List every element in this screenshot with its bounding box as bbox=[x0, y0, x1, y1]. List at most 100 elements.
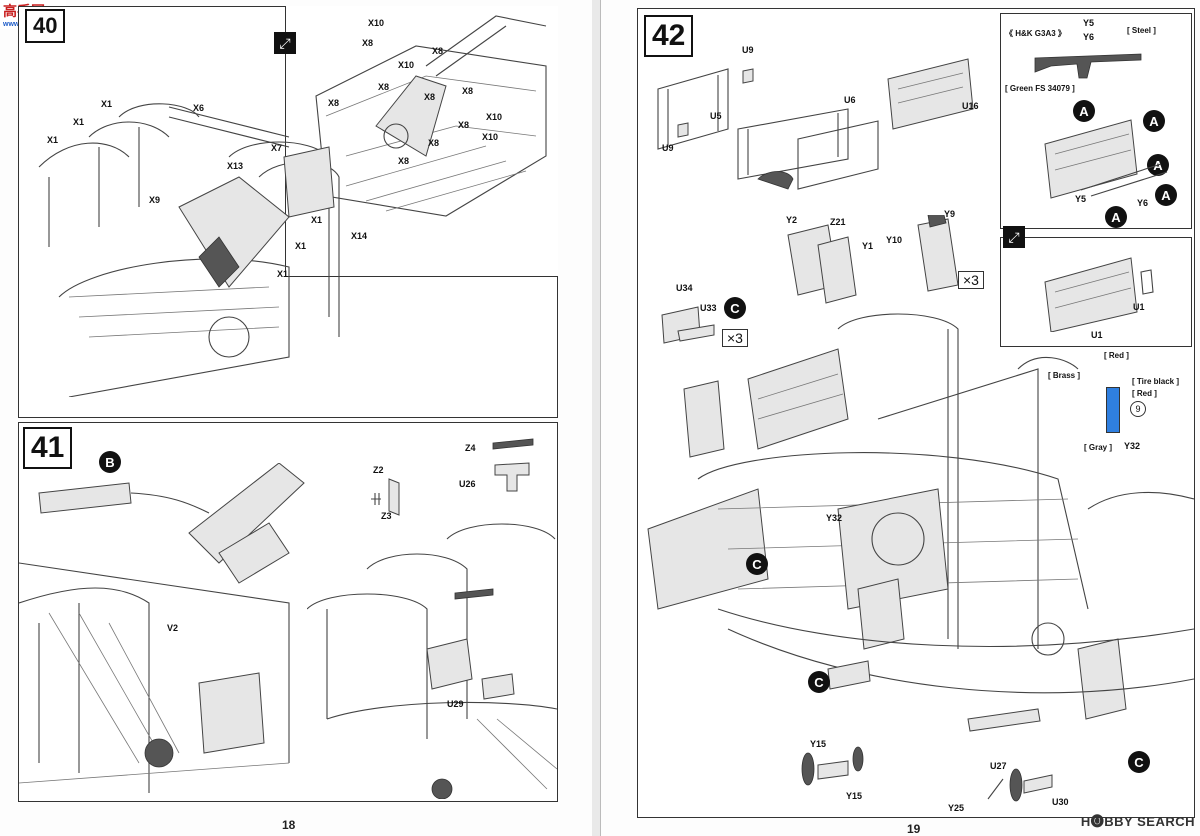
part-label: X7 bbox=[271, 143, 283, 153]
part-z4-u26-drawing bbox=[492, 438, 534, 492]
part-label: Y9 bbox=[944, 209, 956, 219]
hull-main-drawing bbox=[647, 313, 1194, 732]
rifle-drawing bbox=[1034, 53, 1142, 79]
part-label: Y5 bbox=[1083, 18, 1095, 28]
extinguisher-body bbox=[1106, 387, 1120, 433]
part-label: U33 bbox=[700, 303, 717, 313]
part-label: U5 bbox=[710, 111, 722, 121]
turret-frame-drawing bbox=[38, 103, 340, 397]
paint-brass: [ Brass ] bbox=[1048, 371, 1081, 380]
marker-a: A bbox=[1105, 206, 1127, 228]
marker-c: C bbox=[724, 297, 746, 319]
paint-green: [ Green FS 34079 ] bbox=[1005, 84, 1075, 93]
part-label: Y10 bbox=[886, 235, 903, 245]
part-label: X1 bbox=[101, 99, 113, 109]
inset-label: X10 bbox=[398, 60, 415, 70]
part-label: Y6 bbox=[1137, 198, 1149, 208]
turret-frame-right-drawing bbox=[307, 523, 557, 799]
part-label: X1 bbox=[295, 241, 307, 251]
inset-label: X8 bbox=[398, 156, 410, 166]
inset-label: X8 bbox=[432, 46, 444, 56]
part-label: Y25 bbox=[948, 803, 965, 813]
rifle-inset: 《 H&K G3A3 》 Y5 Y6 [ Steel ] [ Green FS … bbox=[1000, 13, 1192, 229]
gun-mount-drawing bbox=[19, 463, 305, 793]
part-label: X1 bbox=[73, 117, 85, 127]
rack-inset-drawing bbox=[1044, 257, 1154, 332]
marker-c: C bbox=[1128, 751, 1150, 773]
part-label: Z21 bbox=[830, 217, 846, 227]
inset-label: X10 bbox=[368, 18, 385, 28]
part-label: Z4 bbox=[465, 443, 476, 453]
inset-label: X8 bbox=[462, 86, 474, 96]
part-label: Y1 bbox=[862, 241, 874, 251]
inset-label: X8 bbox=[328, 98, 340, 108]
inset-link-icon: ⤢ bbox=[1003, 226, 1025, 248]
step-41-number: 41 bbox=[23, 427, 73, 469]
left-page: 高手网 www.gaoshou.net 40 ⤢ X10 X8 X10 X8 X… bbox=[0, 0, 593, 836]
inset-label: X10 bbox=[482, 132, 499, 142]
inset-label: X10 bbox=[486, 112, 503, 122]
paint-steel: [ Steel ] bbox=[1127, 26, 1156, 35]
step-40-inset: ⤢ X10 X8 X10 X8 X8 X8 X8 X8 X10 X8 X8 X1… bbox=[274, 6, 558, 277]
part-label: Y6 bbox=[1083, 32, 1095, 42]
rifle-rack-drawing bbox=[1044, 119, 1168, 199]
jerrycan-parts-drawing bbox=[787, 215, 959, 304]
part-label: Z2 bbox=[373, 465, 384, 475]
paint-red-top: [ Red ] bbox=[1104, 351, 1129, 360]
page-gutter bbox=[592, 0, 600, 836]
multiplier: ×3 bbox=[958, 271, 984, 289]
part-label: X6 bbox=[193, 103, 205, 113]
part-label: U1 bbox=[1133, 302, 1145, 312]
inset-label: X8 bbox=[428, 138, 440, 148]
marker-c: C bbox=[746, 553, 768, 575]
part-label: Y15 bbox=[810, 739, 827, 749]
part-label: U16 bbox=[962, 101, 979, 111]
paint-gray: [ Gray ] bbox=[1084, 443, 1113, 452]
turret-inset-drawing bbox=[315, 15, 547, 217]
paint-number-badge: 9 bbox=[1130, 401, 1146, 417]
marker-a: A bbox=[1143, 110, 1165, 132]
part-label: U27 bbox=[990, 761, 1007, 771]
part-label: X1 bbox=[277, 269, 289, 279]
rifle-title: 《 H&K G3A3 》 bbox=[1005, 29, 1066, 38]
part-label: X1 bbox=[47, 135, 59, 145]
part-label: U30 bbox=[1052, 797, 1069, 807]
multiplier: ×3 bbox=[722, 329, 748, 347]
part-label: U6 bbox=[844, 95, 856, 105]
step-42-panel: 42 U9 U5 U9 U6 U16 Y2 Z21 Y1 Y9 Y10 ×3 bbox=[637, 8, 1195, 818]
part-z2-z3-drawing bbox=[371, 478, 400, 516]
step-40-number: 40 bbox=[25, 9, 66, 43]
inset-label: X8 bbox=[458, 120, 470, 130]
part-label: U1 bbox=[1091, 330, 1103, 340]
part-label: U34 bbox=[676, 283, 693, 293]
part-label: V2 bbox=[167, 623, 179, 633]
part-label: U9 bbox=[742, 45, 754, 55]
part-label: Z3 bbox=[381, 511, 392, 521]
part-label: U26 bbox=[459, 479, 476, 489]
step-42-number: 42 bbox=[644, 15, 694, 57]
paint-red: [ Red ] bbox=[1132, 389, 1157, 398]
paint-tire-black: [ Tire black ] bbox=[1132, 377, 1179, 386]
inset-label: X8 bbox=[424, 92, 436, 102]
part-label: Y32 bbox=[1124, 441, 1141, 451]
part-label: U29 bbox=[447, 699, 464, 709]
bracket-parts-drawing bbox=[661, 306, 715, 344]
part-label: X13 bbox=[227, 161, 244, 171]
inset-label: X8 bbox=[378, 82, 390, 92]
marker-a: A bbox=[1073, 100, 1095, 122]
part-label: U9 bbox=[662, 143, 674, 153]
marker-c: C bbox=[808, 671, 830, 693]
step-40-panel: 40 ⤢ X10 X8 X10 X8 X8 X8 X8 X8 X10 X8 bbox=[18, 6, 558, 418]
page-number-right: 19 bbox=[907, 822, 921, 836]
step-41-panel: 41 B V2 Z2 Z3 Z4 U26 bbox=[18, 422, 558, 802]
watermark-hobby-search: H🅞BBY SEARCH bbox=[1080, 814, 1195, 829]
marker-a: A bbox=[1155, 184, 1177, 206]
part-label: X9 bbox=[149, 195, 161, 205]
rack-inset: ⤢ U1 U1 bbox=[1000, 226, 1192, 347]
marker-b: B bbox=[99, 451, 121, 473]
page-number-left: 18 bbox=[282, 818, 296, 832]
right-page: 42 U9 U5 U9 U6 U16 Y2 Z21 Y1 Y9 Y10 ×3 bbox=[600, 0, 1200, 836]
part-label: X14 bbox=[351, 231, 368, 241]
inset-label: X8 bbox=[362, 38, 374, 48]
inset-link-icon: ⤢ bbox=[274, 32, 296, 54]
